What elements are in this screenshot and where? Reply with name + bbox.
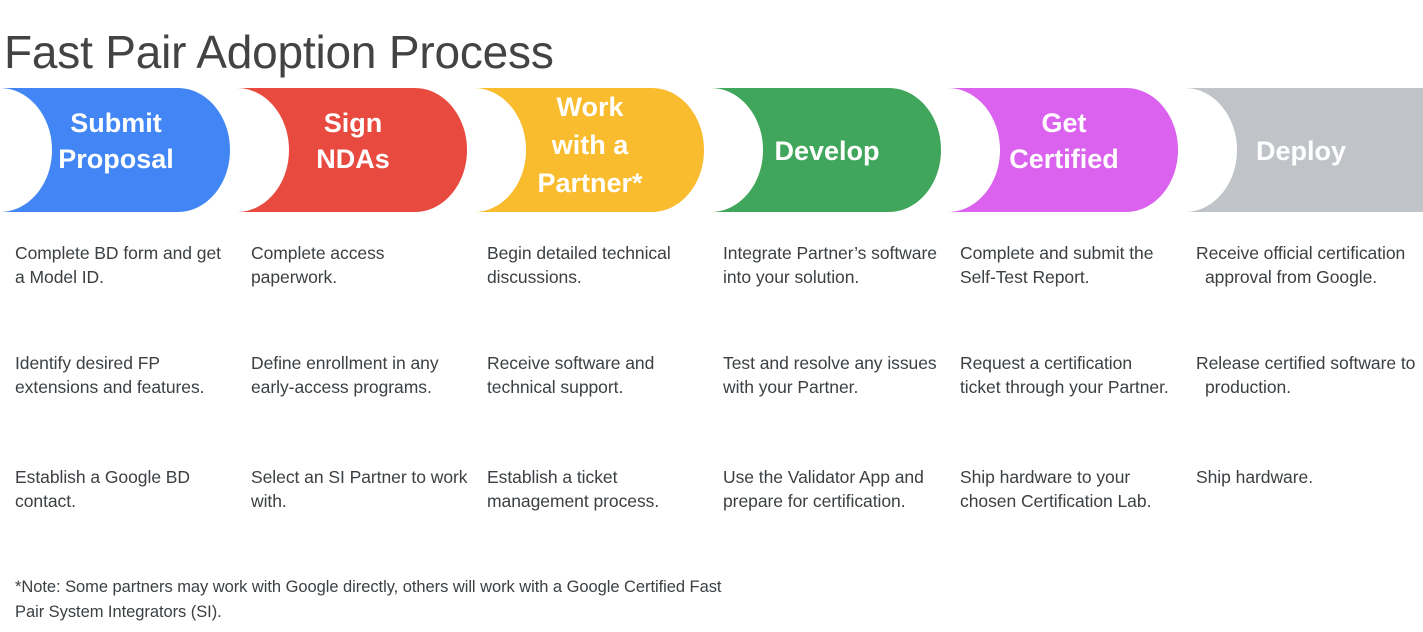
stage-label-line: Partner* bbox=[537, 168, 643, 198]
stage-chevron-sign-ndas[interactable]: Sign NDAs bbox=[237, 88, 467, 212]
stage-chevron-get-certified[interactable]: Get Certified bbox=[948, 88, 1178, 212]
chevron-shape-2 bbox=[474, 88, 704, 212]
chevron-shape-4 bbox=[948, 88, 1178, 212]
stage-label-line: with a bbox=[551, 130, 629, 160]
stage-chevrons: Submit Proposal Sign NDAs Work with a Pa… bbox=[0, 88, 1423, 212]
detail-item: Test and resolve any issues with your Pa… bbox=[723, 353, 937, 398]
detail-item: Release certified software to production… bbox=[1196, 353, 1416, 398]
detail-item: Complete BD form and get a Model ID. bbox=[15, 243, 221, 288]
detail-item: Define enrollment in any early-access pr… bbox=[251, 353, 439, 398]
stage-label-line: Get bbox=[1041, 108, 1086, 138]
detail-item: Ship hardware. bbox=[1196, 467, 1314, 487]
detail-item: Use the Validator App and prepare for ce… bbox=[723, 467, 924, 512]
detail-item: Complete and submit the Self-Test Report… bbox=[960, 243, 1154, 288]
stage-chevron-work-with-partner[interactable]: Work with a Partner* bbox=[474, 88, 704, 212]
stage-chevron-deploy[interactable]: Deploy bbox=[1185, 88, 1423, 212]
detail-item: Identify desired FP extensions and featu… bbox=[15, 353, 205, 398]
stage-label-line: Certified bbox=[1009, 144, 1119, 174]
chevron-shape-1 bbox=[237, 88, 467, 212]
detail-item: Select an SI Partner to work with. bbox=[251, 467, 468, 512]
stage-chevron-submit-proposal[interactable]: Submit Proposal bbox=[0, 88, 230, 212]
stage-label-line: Develop bbox=[774, 136, 879, 166]
chevron-shape-3 bbox=[711, 88, 941, 212]
footnote-note: *Note: Some partners may work with Googl… bbox=[15, 578, 722, 621]
stage-label-line: Work bbox=[556, 92, 624, 122]
detail-item: Establish a ticket management process. bbox=[487, 467, 660, 512]
detail-item: Receive official certification approval … bbox=[1196, 243, 1406, 288]
detail-item: Complete access paperwork. bbox=[251, 243, 385, 288]
detail-item: Receive software and technical support. bbox=[487, 353, 655, 398]
stage-label-line: Sign bbox=[324, 108, 383, 138]
detail-item: Ship hardware to your chosen Certificati… bbox=[960, 467, 1152, 512]
detail-item: Integrate Partner’s software into your s… bbox=[723, 243, 937, 288]
detail-item: Request a certification ticket through y… bbox=[960, 353, 1169, 398]
stage-label-line: Deploy bbox=[1256, 136, 1346, 166]
chevron-shape-0 bbox=[0, 88, 230, 212]
page-title: Fast Pair Adoption Process bbox=[4, 25, 554, 78]
stage-label-line: Proposal bbox=[58, 144, 174, 174]
stage-details-grid: Complete BD form and get a Model ID. Ide… bbox=[0, 233, 1423, 543]
process-stage-banner: Submit Proposal Sign NDAs Work with a Pa… bbox=[0, 88, 1423, 212]
detail-item: Establish a Google BD contact. bbox=[15, 467, 191, 512]
detail-item: Begin detailed technical discussions. bbox=[487, 243, 671, 288]
chevron-shape-5 bbox=[1185, 88, 1423, 212]
stage-label-line: Submit bbox=[70, 108, 162, 138]
stage-label-line: NDAs bbox=[316, 144, 390, 174]
stage-chevron-develop[interactable]: Develop bbox=[711, 88, 941, 212]
